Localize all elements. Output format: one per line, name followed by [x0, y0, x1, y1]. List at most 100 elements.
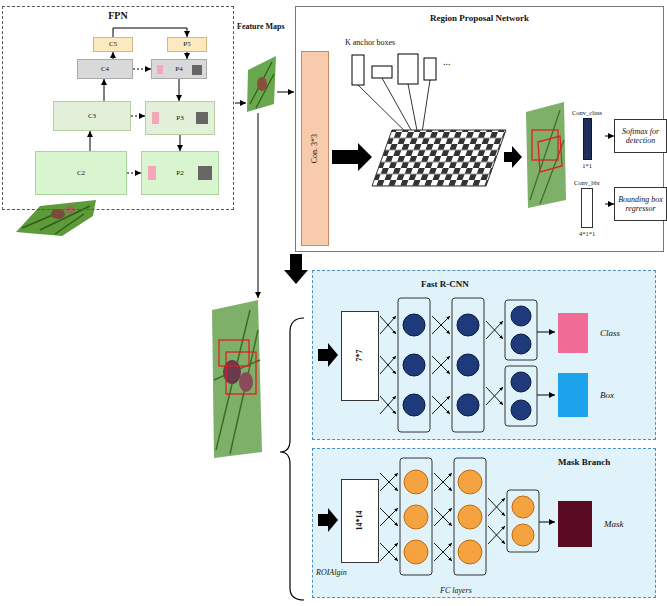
neuron — [457, 394, 479, 416]
conv-output: Conv_class1*1 — [569, 109, 605, 170]
weight-line — [432, 316, 450, 334]
box-label: C2 — [77, 169, 85, 177]
neuron — [403, 354, 425, 376]
proposal-photo — [526, 102, 566, 208]
panel-ground — [312, 270, 656, 440]
connector — [605, 136, 614, 137]
weight-line — [434, 543, 452, 561]
weight-line — [486, 387, 503, 405]
feature-level: C2 — [35, 151, 127, 195]
anchor-label: K anchor boxes — [345, 38, 395, 47]
box-label: 7*7 — [355, 350, 364, 362]
ellipsis: ... — [443, 56, 451, 68]
conv-output: Conv_bbr4*1*1 — [569, 179, 605, 238]
feature-map-photo — [247, 56, 276, 112]
sliding-grid — [372, 130, 506, 186]
weight-line — [380, 396, 396, 414]
weight-line — [432, 356, 450, 374]
box-label: C3 — [88, 112, 96, 120]
connector — [131, 116, 145, 117]
box-label: P4 — [175, 65, 182, 73]
box-label: Con. 3*3 — [310, 134, 319, 163]
feature-cube — [198, 166, 212, 180]
block-arrow — [504, 146, 522, 168]
weight-line — [380, 356, 396, 374]
neuron — [458, 470, 482, 494]
neuron — [458, 540, 482, 564]
layer-label: FC layers — [440, 586, 472, 595]
pyramid-level: P2 — [141, 151, 219, 195]
brace — [280, 318, 304, 600]
block-arrow — [284, 254, 308, 284]
weight-line — [488, 498, 505, 516]
weight-line — [380, 356, 396, 374]
weight-line — [434, 508, 452, 526]
feature-cube — [157, 65, 163, 74]
layer-label: ROIAlgin — [316, 568, 347, 577]
fpn-panel: FPN C5C4C3C2 P5P4P3P2 — [2, 6, 234, 210]
layer-frame — [400, 458, 432, 575]
block-arrow — [318, 508, 338, 532]
weight-line — [434, 473, 452, 491]
layer-frame — [505, 366, 537, 426]
pyramid-level: P3 — [145, 101, 215, 135]
pyramid-level: P5 — [167, 37, 207, 52]
connector — [180, 135, 181, 151]
output-block: Class — [558, 313, 588, 353]
weight-line — [434, 508, 452, 526]
neuron — [511, 372, 531, 392]
output-label: Mask — [604, 519, 624, 529]
panel-title: Mask Branch — [558, 457, 610, 467]
connector — [133, 69, 151, 70]
box-label: P5 — [183, 40, 190, 48]
box-label: C5 — [109, 40, 117, 48]
connector — [104, 79, 105, 101]
connector — [113, 28, 187, 37]
layer-frame — [398, 298, 430, 432]
neuron — [511, 334, 531, 354]
flow-arrow — [537, 332, 555, 333]
layer-name: Conv_bbr — [574, 179, 600, 186]
weight-line — [380, 543, 398, 561]
connector — [179, 79, 180, 101]
feature-cube — [192, 65, 202, 75]
feature-cube — [148, 166, 156, 180]
detection-photo — [212, 300, 262, 458]
flow-arrow — [235, 103, 246, 104]
box-label: Bounding box regressor — [615, 195, 666, 213]
neuron — [403, 394, 425, 416]
weight-line — [380, 396, 396, 414]
connector — [90, 131, 91, 151]
weight-line — [486, 387, 503, 405]
neuron — [404, 540, 428, 564]
neuron — [457, 354, 479, 376]
neuron — [403, 314, 425, 336]
roi-feature: 7*7 — [341, 311, 379, 401]
weight-line — [434, 473, 452, 491]
flow-arrow — [539, 522, 555, 523]
layer-name: Conv_class — [572, 109, 602, 116]
branch-panel: Fast R-CNN7*7ClassBox — [312, 270, 656, 440]
neuron — [511, 400, 531, 420]
feature-level: C4 — [77, 59, 133, 79]
weight-line — [432, 356, 450, 374]
weight-line — [486, 321, 503, 339]
leaf-photo — [16, 200, 96, 236]
flow-arrow — [258, 113, 259, 298]
output-box: Bounding box regressor — [614, 187, 667, 221]
connector — [605, 204, 614, 205]
output-box: Softmax for detection — [614, 119, 667, 153]
conv-filter — [583, 118, 592, 160]
panel-title: FPN — [3, 10, 233, 22]
box-label: P2 — [176, 169, 183, 177]
weight-line — [434, 543, 452, 561]
output-label: Class — [600, 328, 620, 338]
panel-ground — [312, 448, 656, 598]
weight-line — [488, 498, 505, 516]
box-label: C4 — [101, 65, 109, 73]
roi-feature: 14*14 — [341, 479, 379, 563]
output-label: Box — [600, 390, 614, 400]
weight-line — [488, 526, 505, 544]
conv-filter — [581, 188, 593, 228]
